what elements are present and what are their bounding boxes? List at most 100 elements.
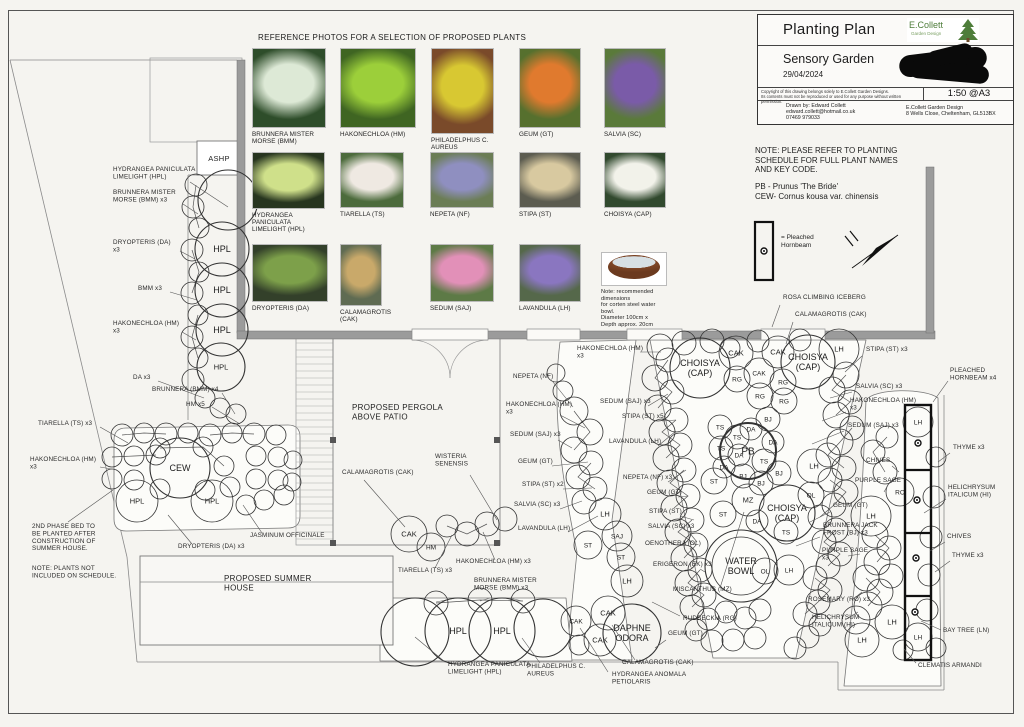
plant-photo <box>430 152 494 208</box>
plant-circle <box>454 521 480 547</box>
summer-house-outline <box>139 555 394 646</box>
plant-callout-label: HAKONECHLOA (HM)x3 <box>30 456 96 470</box>
plant-callout-label: CHIVES <box>866 457 890 464</box>
plant-code-label: SAJ <box>611 533 623 540</box>
plant-code-label: OL <box>807 492 816 499</box>
plant-circle <box>675 483 701 509</box>
plant-circle <box>863 548 891 576</box>
callout-leader <box>99 466 118 471</box>
plant-circle <box>861 521 889 549</box>
group-connector-line <box>827 427 853 469</box>
plant-callout-label: STIPA (ST) x2 <box>522 481 564 488</box>
callout-leader <box>851 591 863 601</box>
callout-leader <box>654 639 667 649</box>
plant-circle <box>265 424 287 446</box>
pergola-post <box>494 437 500 443</box>
plant-circle <box>872 459 898 485</box>
tree-icon <box>958 19 978 42</box>
photo-caption: CHOISYA (CAP) <box>604 211 652 218</box>
company-logo: E.Collett Garden Design <box>907 18 979 42</box>
group-connector-line <box>823 529 841 567</box>
plant-circle <box>610 564 644 598</box>
plant-code-label: CAK <box>569 618 583 625</box>
plant-callout-label: HAKONECHLOA (HM) x3 <box>456 558 531 565</box>
plant-circle <box>180 238 204 262</box>
leader-line <box>509 597 523 602</box>
plant-circle <box>773 554 805 586</box>
plant-circle <box>145 444 167 466</box>
plant-circle <box>718 335 754 371</box>
plant-circle <box>761 335 795 369</box>
group-connector-line <box>872 436 888 473</box>
pergola-post <box>330 540 336 546</box>
plant-circle <box>925 637 947 659</box>
photo-caption: Note: recommended dimensions for corten … <box>601 289 656 328</box>
plant-photo <box>519 244 581 302</box>
copyright-line-2: Its contents must not be reproduced or u… <box>761 93 902 104</box>
plant-circle <box>180 325 204 349</box>
plant-code-label: TS <box>717 445 726 452</box>
plant-callout-label: SALVIA (SC) x3 <box>648 523 695 530</box>
plant-photo <box>340 152 404 208</box>
reference-photo-card: HAKONECHLOA (HM) <box>340 48 416 138</box>
plant-code-label: ST <box>710 478 718 485</box>
plant-callout-label: HAKONECHLOA (HM)x3 <box>506 401 572 415</box>
plant-circle <box>852 564 880 592</box>
photo-caption: SALVIA (SC) <box>604 131 642 138</box>
callout-leader <box>557 439 573 449</box>
plant-code-label: BJ <box>739 473 747 480</box>
plant-callout-label: PHILADELPHUS C.AUREUS <box>527 663 585 677</box>
plant-code-label: CAK <box>401 530 416 539</box>
callout-leader <box>67 489 114 523</box>
plant-code-label: RO <box>895 489 905 496</box>
plant-callout-label: ROSA CLIMBING ICEBERG <box>783 294 866 301</box>
plant-circle <box>700 629 724 653</box>
group-connector-line <box>192 184 200 229</box>
plant-circle <box>663 407 689 433</box>
plant-circle <box>808 613 832 637</box>
ashp-panel <box>149 57 243 143</box>
north-arrow-slash <box>849 230 859 242</box>
plant-code-label: PB <box>741 447 755 458</box>
plant-circle <box>273 484 295 506</box>
plant-circle <box>664 518 692 546</box>
copyright-line-1: Copyright of this drawing belongs solely… <box>761 88 890 94</box>
water-bowl-inner-ring <box>711 536 771 596</box>
plant-circle <box>194 479 216 501</box>
group-connector-line <box>573 410 591 451</box>
plant-circle <box>209 397 231 419</box>
plant-callout-label: NEPETA (NF) x3 <box>623 474 673 481</box>
callout-leader <box>552 381 574 408</box>
plant-circle <box>731 483 765 517</box>
plant-circle <box>196 342 246 392</box>
callout-leader <box>221 392 236 415</box>
callout-leader <box>169 291 198 301</box>
callout-leader <box>551 461 589 467</box>
plant-circle <box>552 380 574 402</box>
callout-leader <box>699 568 706 573</box>
callout-leader <box>562 487 593 490</box>
plant-code-label: CEW <box>170 463 192 473</box>
plant-circle <box>922 485 946 509</box>
north-arrow-head <box>862 235 898 266</box>
plant-circle <box>149 437 171 459</box>
callout-leader <box>677 495 689 498</box>
plant-circle <box>874 604 910 640</box>
leader-line <box>479 597 491 602</box>
plant-circle <box>546 363 566 383</box>
plant-code-label: LH <box>622 577 632 586</box>
boundary-line <box>9 59 128 558</box>
plant-circle <box>746 382 774 410</box>
plant-circle <box>181 195 205 219</box>
callout-leader <box>611 624 636 661</box>
plant-callout-label: CALAMAGROTIS (CAK) <box>795 311 867 318</box>
photo-caption: SEDUM (SAJ) <box>430 305 472 312</box>
callout-leader <box>661 419 677 422</box>
plant-circle <box>902 406 934 438</box>
plant-circle <box>424 597 492 665</box>
